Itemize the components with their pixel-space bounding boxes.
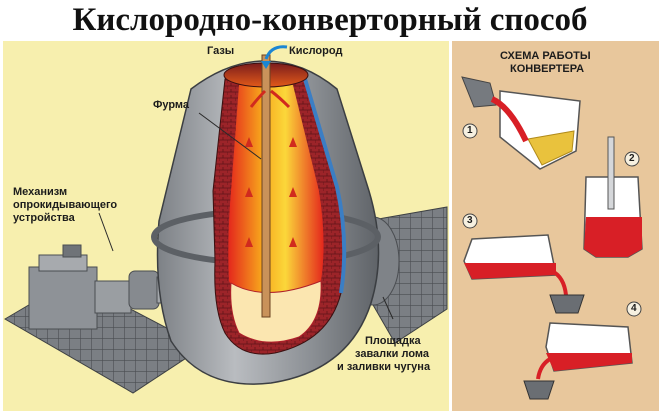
platform-label-line3: и заливки чугуна [337,361,431,373]
scheme-step-1-number: 1 [467,125,473,136]
platform-label-line2: завалки лома [355,348,430,360]
scheme-step-2 [583,136,643,258]
scheme-step-1 [461,76,581,170]
scheme-step-4 [523,322,633,400]
oxygen-arrow [264,45,288,60]
lance-label: Фурма [153,99,190,111]
scheme-step-3 [463,234,585,314]
molten-metal [230,280,322,343]
oxygen-label: Кислород [289,45,343,57]
converter-scheme-panel: СХЕМА РАБОТЫ КОНВЕРТЕРА [452,41,659,411]
scheme-diagrams [461,76,643,400]
scheme-title-line1: СХЕМА РАБОТЫ [500,50,591,62]
converter-illustration [4,45,448,394]
mechanism-label-line3: устройства [13,212,75,224]
scheme-title-line2: КОНВЕРТЕРА [510,63,585,75]
page-title: Кислородно-конвертoрный способ [72,2,588,38]
scheme-step-3-number: 3 [467,215,473,226]
insulation-layer [303,78,347,294]
gas-flow-arrows [245,89,297,247]
scheme-step-4-number: 4 [631,303,637,314]
scheme-step-2-number: 2 [629,153,635,164]
mechanism-label-line2: опрокидывающего [13,199,118,211]
reaction-zone [228,80,324,305]
platform-label-line1: Площадка [365,335,421,347]
converter-illustration-panel: Газы Кислород Фурма Механизм опрокидываю… [3,41,449,411]
gases-label: Газы [207,45,235,57]
oxygen-lance [261,54,271,318]
mechanism-label-line1: Механизм [13,186,68,198]
